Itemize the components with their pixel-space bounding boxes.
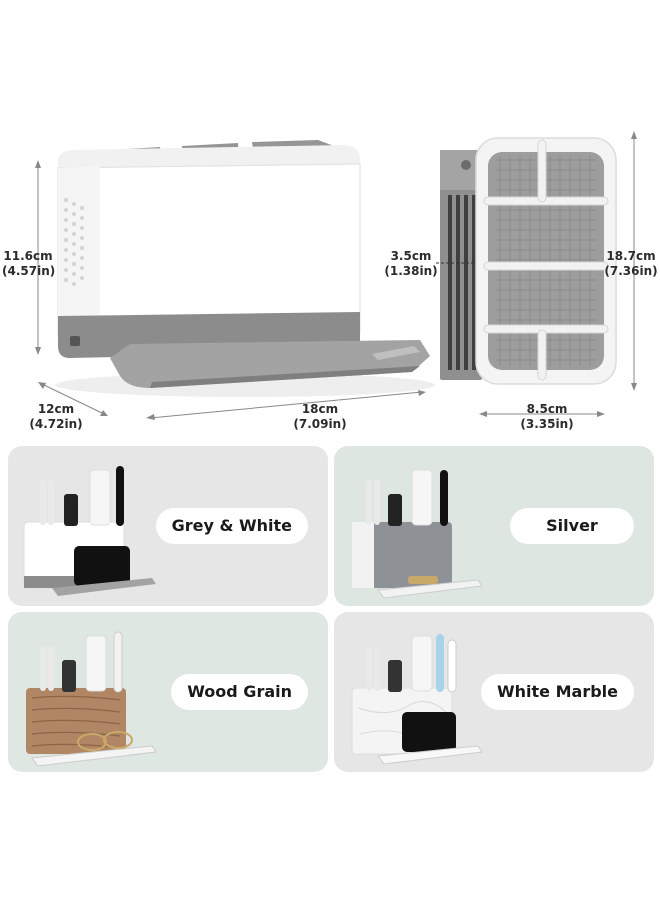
variant-card-wood-grain: Wood Grain bbox=[8, 612, 328, 772]
tray-height-dimension-label: 18.7cm (7.36in) bbox=[604, 249, 658, 279]
phone-stand-edge bbox=[372, 346, 420, 360]
tray-height-metric: 18.7cm bbox=[606, 249, 656, 263]
tray-height-imperial: (7.36in) bbox=[604, 264, 658, 278]
holder-side bbox=[58, 166, 100, 346]
depth-arrow bbox=[41, 383, 105, 415]
variant-thumbnail bbox=[26, 631, 157, 767]
width-dimension-label: 18cm (7.09in) bbox=[290, 402, 350, 432]
vent-holes bbox=[64, 198, 84, 286]
depth-imperial: (4.72in) bbox=[29, 417, 83, 431]
variant-label: White Marble bbox=[481, 674, 634, 710]
phone-stand-tray bbox=[110, 340, 430, 388]
product-dimension-illustration bbox=[35, 131, 637, 420]
variant-card-white-marble: White Marble bbox=[334, 612, 654, 772]
side-view-slats bbox=[448, 195, 476, 370]
tray-width-metric: 8.5cm bbox=[526, 402, 568, 416]
variant-card-silver: Silver bbox=[334, 446, 654, 606]
variant-thumbnail bbox=[352, 469, 483, 599]
width-arrow bbox=[149, 391, 423, 419]
variant-label: Wood Grain bbox=[171, 674, 308, 710]
slot-metric: 3.5cm bbox=[390, 249, 432, 263]
depth-dimension-label: 12cm (4.72in) bbox=[28, 402, 84, 432]
phone-stand-lip bbox=[150, 366, 420, 388]
tray-width-imperial: (3.35in) bbox=[520, 417, 574, 431]
slot-imperial: (1.38in) bbox=[384, 264, 438, 278]
height-dimension-label: 11.6cm (4.57in) bbox=[2, 249, 56, 279]
slot-dimension-label: 3.5cm (1.38in) bbox=[384, 249, 438, 279]
variant-thumbnail bbox=[351, 634, 483, 765]
tray-dividers bbox=[483, 139, 609, 381]
variant-label: Grey & White bbox=[155, 508, 308, 544]
depth-metric: 12cm bbox=[37, 402, 75, 416]
width-metric: 18cm bbox=[301, 402, 339, 416]
drain-slot bbox=[70, 336, 80, 346]
tray-width-dimension-label: 8.5cm (3.35in) bbox=[516, 402, 578, 432]
width-imperial: (7.09in) bbox=[293, 417, 347, 431]
variant-label: Silver bbox=[510, 508, 634, 544]
height-imperial: (4.57in) bbox=[2, 264, 56, 278]
side-view-hole bbox=[461, 160, 471, 170]
height-metric: 11.6cm bbox=[3, 249, 53, 263]
variant-card-grey-white: Grey & White bbox=[8, 446, 328, 606]
variant-thumbnail bbox=[23, 466, 156, 596]
